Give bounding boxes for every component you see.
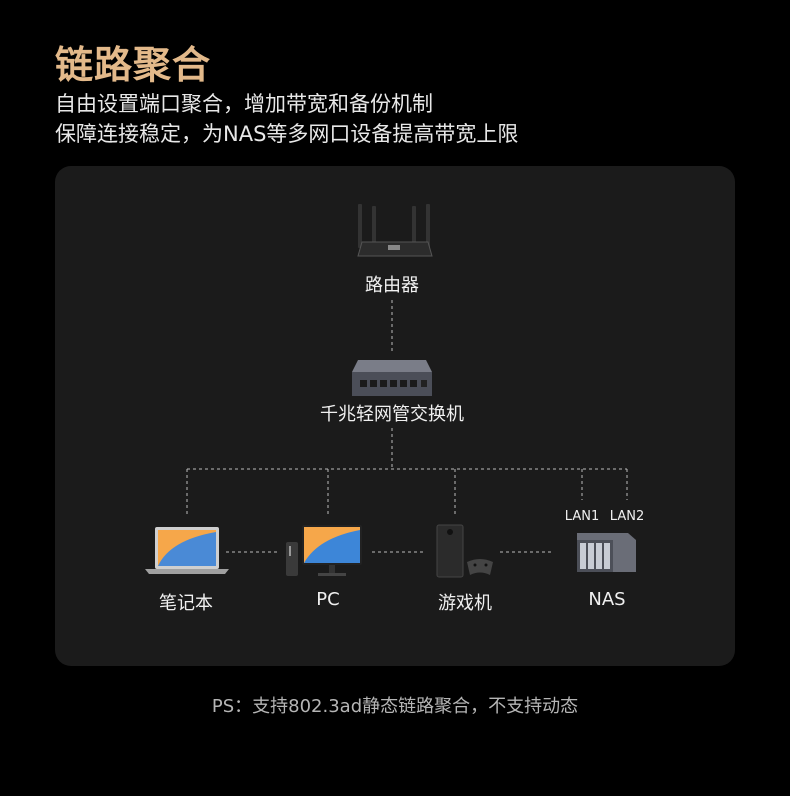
switch-icon: [352, 360, 432, 396]
page-title: 链路聚合: [55, 43, 212, 87]
laptop-icon: [145, 527, 229, 574]
lan1-label: LAN1: [564, 509, 600, 524]
footer-note: PS：支持802.3ad静态链路聚合，不支持动态: [211, 696, 579, 717]
nas-icon: [577, 533, 636, 572]
nas-label: NAS: [588, 589, 626, 610]
pc-label: PC: [316, 589, 340, 610]
lan2-label: LAN2: [609, 509, 645, 524]
game-console-label: 游戏机: [438, 593, 492, 614]
game-console-icon: [436, 524, 493, 578]
pc-icon: [286, 525, 362, 576]
connection-lines: [186, 300, 628, 553]
subtitle-line-2: 保障连接稳定，为NAS等多网口设备提高带宽上限: [55, 122, 519, 146]
switch-label: 千兆轻网管交换机: [320, 404, 464, 425]
laptop-label: 笔记本: [159, 593, 213, 614]
subtitle-line-1: 自由设置端口聚合，增加带宽和备份机制: [55, 92, 433, 116]
router-label: 路由器: [365, 275, 419, 296]
router-icon: [357, 204, 433, 257]
